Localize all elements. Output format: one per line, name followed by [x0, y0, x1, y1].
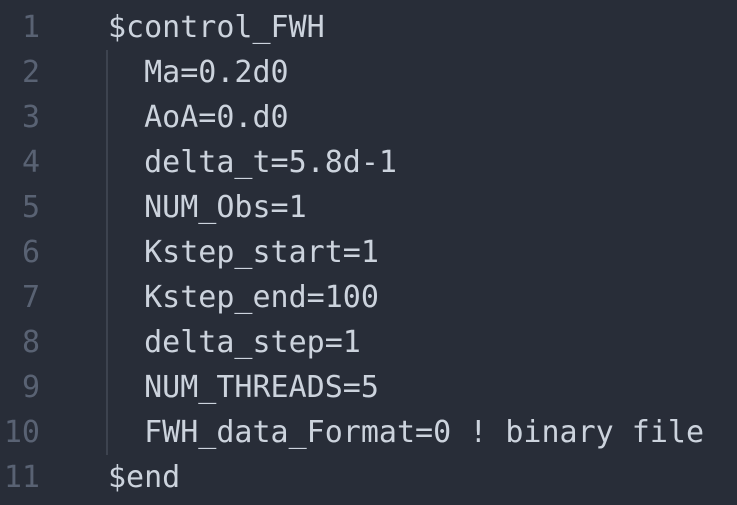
code-line[interactable]: 11 $end	[0, 455, 737, 500]
line-code[interactable]: $control_FWH	[108, 10, 325, 45]
line-code[interactable]: NUM_Obs=1	[108, 190, 307, 225]
line-code[interactable]: NUM_THREADS=5	[108, 370, 379, 405]
code-line[interactable]: 1 $control_FWH	[0, 5, 737, 50]
line-code[interactable]: AoA=0.d0	[108, 100, 289, 135]
line-number[interactable]: 8	[21, 325, 40, 360]
line-number[interactable]: 3	[21, 100, 40, 135]
code-line[interactable]: 4 delta_t=5.8d-1	[0, 140, 737, 185]
code-line[interactable]: 5 NUM_Obs=1	[0, 185, 737, 230]
line-number[interactable]: 1	[21, 10, 40, 45]
line-number[interactable]: 5	[21, 190, 40, 225]
line-number[interactable]: 9	[21, 370, 40, 405]
code-line[interactable]: 3 AoA=0.d0	[0, 95, 737, 140]
line-code[interactable]: Ma=0.2d0	[108, 55, 289, 90]
line-code[interactable]: delta_t=5.8d-1	[108, 145, 397, 180]
code-line[interactable]: 10 FWH_data_Format=0 ! binary file	[0, 410, 737, 455]
line-number[interactable]: 7	[21, 280, 40, 315]
line-number[interactable]: 10	[3, 415, 40, 450]
line-number[interactable]: 2	[21, 55, 40, 90]
line-number[interactable]: 4	[21, 145, 40, 180]
line-code[interactable]: FWH_data_Format=0 ! binary file	[108, 415, 705, 450]
indent-guide	[106, 50, 108, 455]
line-code[interactable]: Kstep_start=1	[108, 235, 379, 270]
code-line[interactable]: 7 Kstep_end=100	[0, 275, 737, 320]
line-code[interactable]: Kstep_end=100	[108, 280, 379, 315]
code-line[interactable]: 6 Kstep_start=1	[0, 230, 737, 275]
line-code[interactable]: $end	[108, 460, 181, 495]
code-line[interactable]: 9 NUM_THREADS=5	[0, 365, 737, 410]
line-code[interactable]: delta_step=1	[108, 325, 361, 360]
code-line[interactable]: 2 Ma=0.2d0	[0, 50, 737, 95]
line-number[interactable]: 11	[3, 460, 40, 495]
line-number[interactable]: 6	[21, 235, 40, 270]
code-line[interactable]: 8 delta_step=1	[0, 320, 737, 365]
